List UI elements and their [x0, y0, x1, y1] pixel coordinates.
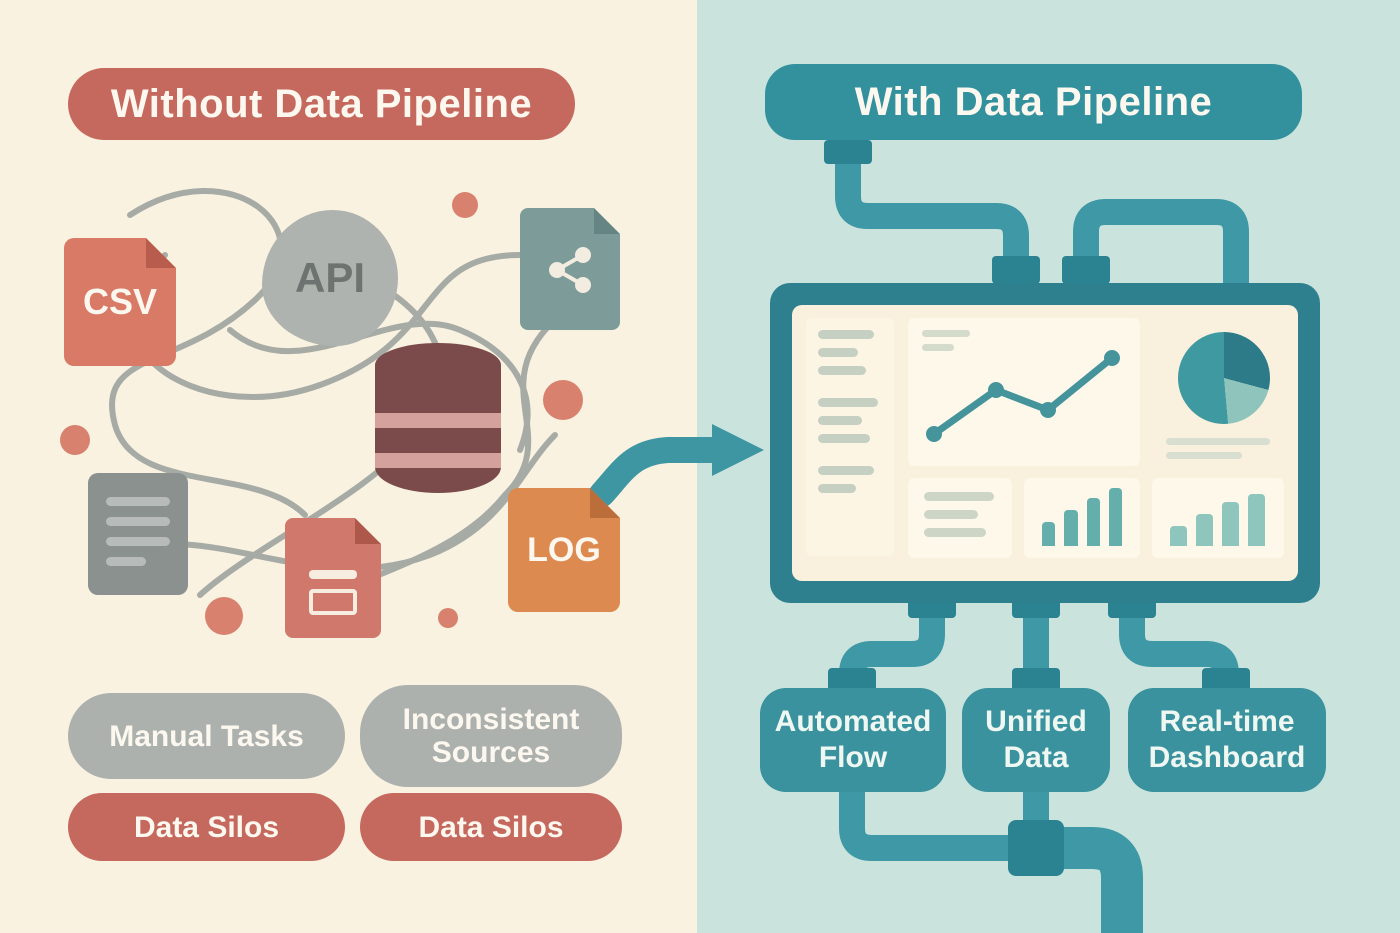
bar	[1042, 522, 1056, 546]
sidebar-line	[818, 366, 866, 375]
bar	[1064, 510, 1078, 546]
box-automated-flow: Automated Flow	[760, 688, 946, 792]
bar	[1086, 498, 1100, 546]
bar	[1248, 494, 1265, 546]
api-icon: API	[262, 210, 398, 346]
bar	[1196, 514, 1213, 546]
sidebar-line	[818, 484, 856, 493]
pie-caption-line	[1166, 452, 1242, 459]
doc-line	[106, 557, 146, 566]
sidebar-line	[818, 434, 870, 443]
dot-icon	[438, 608, 458, 628]
document-icon-red	[285, 518, 381, 638]
bar	[1222, 502, 1239, 546]
sidebar-line	[818, 330, 874, 339]
pipeline-pipes-icon	[835, 150, 1249, 933]
box-label: Unified Data	[985, 705, 1087, 774]
sidebar-line	[818, 348, 858, 357]
text-panel	[908, 478, 1012, 558]
pill-manual-tasks: Manual Tasks	[68, 693, 345, 779]
pill-data-silos-2: Data Silos	[360, 793, 622, 861]
bar	[1108, 488, 1122, 546]
share-file-icon	[520, 208, 620, 330]
text-line	[924, 492, 994, 501]
database-top-icon	[375, 343, 501, 387]
pill-data-silos-1: Data Silos	[68, 793, 345, 861]
pill-inconsistent-sources: Inconsistent Sources	[360, 685, 622, 787]
pill-label: Manual Tasks	[109, 719, 304, 753]
line-chart-panel	[908, 318, 1140, 466]
banner-with-pipeline: With Data Pipeline	[765, 64, 1302, 140]
text-line	[924, 528, 986, 537]
pill-label: Inconsistent Sources	[402, 703, 580, 769]
banner-with-label: With Data Pipeline	[854, 79, 1213, 124]
pipe-connectors-icon	[824, 140, 1250, 876]
box-label: Real-time Dashboard	[1148, 705, 1306, 774]
banner-without-label: Without Data Pipeline	[110, 81, 533, 126]
pie-caption-line	[1166, 438, 1270, 445]
box-label: Automated Flow	[774, 705, 932, 774]
log-file-icon: LOG	[508, 488, 620, 612]
csv-label: CSV	[82, 281, 158, 322]
dot-icon	[452, 192, 478, 218]
dot-icon	[60, 425, 90, 455]
doc-line	[106, 537, 170, 546]
dashboard-sidebar	[806, 318, 894, 556]
log-label: LOG	[527, 530, 601, 569]
sidebar-line	[818, 416, 862, 425]
pie-chart-icon	[1178, 332, 1270, 424]
dot-icon	[205, 597, 243, 635]
arrow-icon	[589, 424, 764, 507]
doc-red-line	[309, 570, 357, 579]
dashboard-monitor	[770, 283, 1320, 603]
doc-line	[106, 517, 170, 526]
bar	[1170, 526, 1187, 546]
dot-icon	[543, 380, 583, 420]
dashboard-screen	[792, 305, 1298, 581]
doc-red-box	[309, 589, 357, 615]
pie-chart-panel	[1152, 318, 1284, 466]
banner-without-pipeline: Without Data Pipeline	[68, 68, 575, 140]
text-line	[924, 510, 978, 519]
api-label: API	[294, 254, 365, 301]
database-stripe	[375, 413, 501, 428]
share-glyph-icon	[541, 240, 599, 298]
line-chart-icon	[926, 350, 1120, 442]
bar-chart-icon	[1152, 478, 1284, 558]
database-icon	[375, 343, 501, 493]
sidebar-line	[818, 398, 878, 407]
chart-title-line	[922, 344, 954, 351]
pipe-junction-icon	[1008, 820, 1064, 876]
doc-line	[106, 497, 170, 506]
bar-chart-icon	[1024, 478, 1140, 558]
box-realtime-dashboard: Real-time Dashboard	[1128, 688, 1326, 792]
box-unified-data: Unified Data	[962, 688, 1110, 792]
document-icon-gray	[88, 473, 188, 595]
pill-label: Data Silos	[133, 810, 280, 844]
chart-title-line	[922, 330, 970, 337]
sidebar-line	[818, 466, 874, 475]
pill-label: Data Silos	[418, 810, 564, 844]
database-stripe	[375, 453, 501, 468]
csv-file-icon: CSV	[64, 238, 176, 366]
